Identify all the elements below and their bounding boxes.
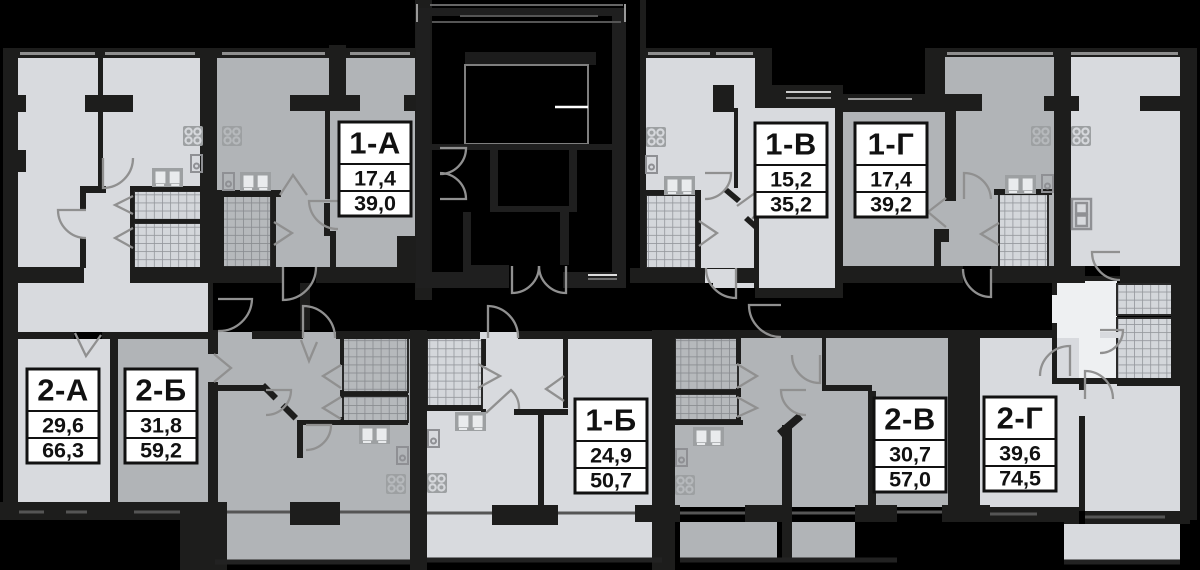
svg-text:74,5: 74,5 <box>999 467 1041 491</box>
svg-text:1-А: 1-А <box>349 126 400 161</box>
svg-text:39,6: 39,6 <box>999 442 1041 466</box>
svg-text:17,4: 17,4 <box>354 167 396 191</box>
svg-text:24,9: 24,9 <box>590 444 632 468</box>
svg-text:15,2: 15,2 <box>770 168 812 192</box>
svg-text:30,7: 30,7 <box>889 443 931 467</box>
svg-text:66,3: 66,3 <box>42 439 84 463</box>
svg-text:2-Г: 2-Г <box>997 401 1044 436</box>
svg-text:1-В: 1-В <box>765 127 816 162</box>
svg-text:29,6: 29,6 <box>42 414 84 438</box>
svg-text:17,4: 17,4 <box>870 168 912 192</box>
svg-text:39,0: 39,0 <box>354 192 396 216</box>
svg-text:2-А: 2-А <box>37 373 88 408</box>
svg-text:31,8: 31,8 <box>140 414 182 438</box>
svg-text:1-Г: 1-Г <box>868 127 915 162</box>
svg-text:50,7: 50,7 <box>590 469 632 493</box>
svg-text:2-Б: 2-Б <box>135 373 186 408</box>
svg-text:35,2: 35,2 <box>770 193 812 217</box>
svg-text:39,2: 39,2 <box>870 193 912 217</box>
svg-text:2-В: 2-В <box>884 402 935 437</box>
svg-text:1-Б: 1-Б <box>585 403 636 438</box>
svg-text:59,2: 59,2 <box>140 439 182 463</box>
svg-text:57,0: 57,0 <box>889 468 931 492</box>
